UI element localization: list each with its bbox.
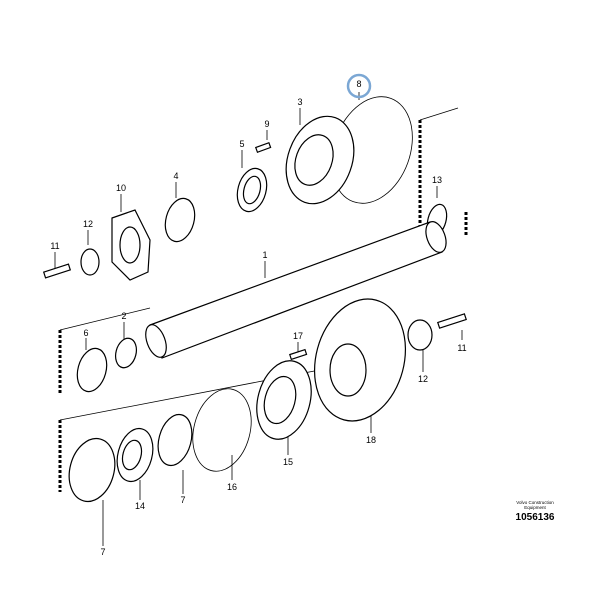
shaft-1 bbox=[145, 221, 447, 359]
disc-18 bbox=[313, 298, 407, 422]
part-label-10[interactable]: 10 bbox=[115, 183, 127, 193]
highlight-circle bbox=[346, 73, 372, 99]
washer-12 bbox=[80, 248, 100, 276]
part-label-7[interactable]: 7 bbox=[180, 495, 186, 505]
part-label-6[interactable]: 6 bbox=[83, 328, 89, 338]
part-label-9[interactable]: 9 bbox=[264, 119, 270, 129]
part-label-14[interactable]: 14 bbox=[134, 501, 146, 511]
part-label-4[interactable]: 4 bbox=[173, 171, 179, 181]
flange-10 bbox=[111, 209, 151, 281]
bolt-11b bbox=[437, 313, 467, 329]
part-label-3[interactable]: 3 bbox=[297, 97, 303, 107]
cover-15 bbox=[256, 360, 312, 440]
bolt-17 bbox=[289, 348, 308, 361]
part-label-1[interactable]: 1 bbox=[262, 250, 268, 260]
gasket-16 bbox=[192, 388, 252, 472]
part-label-12b[interactable]: 12 bbox=[417, 374, 429, 384]
part-label-12[interactable]: 12 bbox=[82, 219, 94, 229]
bearing-14 bbox=[116, 427, 154, 483]
bolt-11 bbox=[42, 263, 72, 279]
part-label-5[interactable]: 5 bbox=[239, 139, 245, 149]
drawing-number: 1056136 bbox=[515, 512, 555, 523]
part-label-18[interactable]: 18 bbox=[365, 435, 377, 445]
drawing-credit: Volvo Construction Equipment 1056136 bbox=[500, 500, 570, 523]
bolt-9 bbox=[254, 141, 272, 153]
part-label-11b[interactable]: 11 bbox=[457, 343, 467, 353]
part-label-7b[interactable]: 7 bbox=[100, 547, 106, 557]
part-label-2[interactable]: 2 bbox=[121, 311, 127, 321]
housing-3 bbox=[285, 115, 355, 205]
ring-7 bbox=[157, 413, 193, 467]
seal-4 bbox=[164, 197, 196, 243]
part-label-16[interactable]: 16 bbox=[226, 482, 238, 492]
washer-12b bbox=[407, 319, 433, 351]
part-label-8[interactable]: 8 bbox=[356, 79, 362, 89]
seal-7 bbox=[68, 437, 116, 503]
seal-6 bbox=[76, 347, 108, 393]
ring-2 bbox=[114, 337, 138, 369]
company-name: Volvo Construction bbox=[516, 500, 554, 505]
part-label-17[interactable]: 17 bbox=[292, 331, 304, 341]
company-name-line2: Equipment bbox=[524, 505, 546, 510]
bearing-5 bbox=[236, 167, 268, 213]
part-label-15[interactable]: 15 bbox=[282, 457, 294, 467]
part-label-13[interactable]: 13 bbox=[431, 175, 443, 185]
part-label-11[interactable]: 11 bbox=[50, 241, 60, 251]
